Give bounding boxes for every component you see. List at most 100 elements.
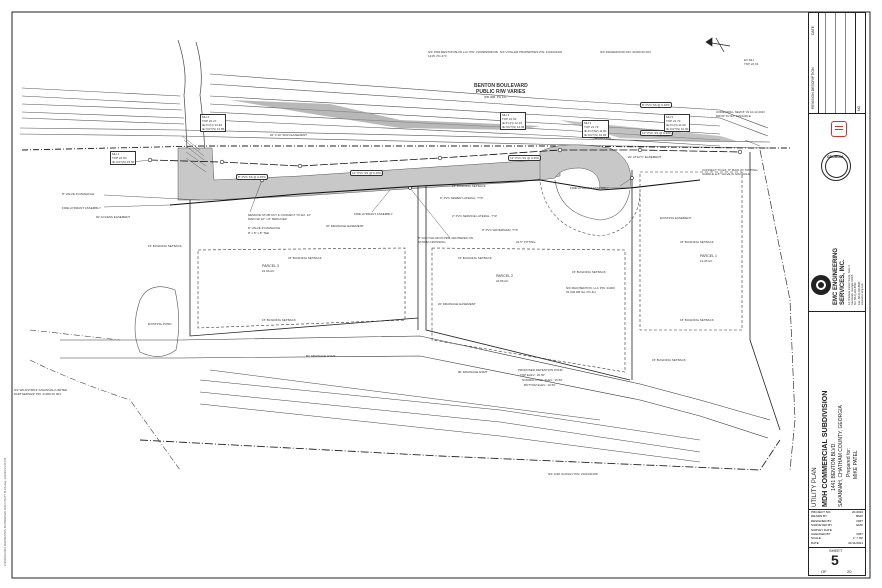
- project-location: SAVANNAH, CHATHAM COUNTY, GEORGIA: [838, 405, 844, 507]
- callout-hydrant: FIRE HYDRANT ASSEMBLY: [570, 186, 609, 190]
- firm-address: 12 Chatham Center South, Suite 4 Savanna…: [848, 265, 864, 305]
- drainage-easement: 20' DRAINAGE EASEMENT: [438, 302, 476, 306]
- building-setback: 15' BUILDING SETBACK: [262, 318, 296, 322]
- callout-watermain: 8" PVC WATERMAIN, TYP: [482, 228, 519, 232]
- detention-pond-label: PROPOSED DETENTION POND: [518, 368, 563, 372]
- building-setback: 15' BUILDING SETBACK: [652, 358, 686, 362]
- of-label: OF: [821, 569, 827, 574]
- callout-fitting: 22.5° FITTING: [516, 240, 536, 244]
- owner-note: N/F 1582 BENTON BLVD LLC PIN: 2100902008…: [428, 50, 498, 58]
- parcel-1-area: 12.05 AC.: [700, 259, 714, 263]
- client-name: MIKE PATEL: [853, 450, 859, 479]
- callout-sewer-lateral: 6" PVC SEWER LATERAL, TYP: [440, 196, 483, 200]
- building-setback: 15' BUILDING SETBACK: [288, 256, 322, 260]
- sheet-number: 5: [831, 552, 839, 568]
- road-curve: [177, 39, 186, 96]
- leaders: [103, 139, 761, 239]
- callout-connect-main: CONNECT TO EX. 8" MAIN W/ TAPPING SADDLE…: [702, 168, 758, 176]
- callout-hydrant: FIRE HYDRANT ASSEMBLY: [62, 206, 101, 210]
- project-name: MDH COMMERCIAL SUBDIVISION: [820, 390, 829, 507]
- building-setback: 15' BUILDING SETBACK: [148, 244, 182, 248]
- title-block: DATE REVISION DESCRIPTION NO. GEORGIA EM…: [808, 12, 866, 576]
- seal-stamp-icon: [831, 121, 847, 137]
- property-line: [21, 145, 790, 151]
- detention-pond: [199, 369, 701, 463]
- owner-note: N/F WILDSTRIFF SAVANNAH LIMITED PARTNERS…: [14, 388, 68, 396]
- pond-elev: BOTTOM ELEV.: 10.50': [524, 383, 556, 387]
- file-path: Z:\2020\20-0016 MHD BENTON BLVD\DWG\20-0…: [4, 457, 7, 566]
- field-row: PROJECT NO.20-0016: [811, 510, 863, 514]
- east-boundary: [759, 149, 796, 471]
- prepared-for-label: Prepared for:: [846, 447, 852, 477]
- road-row: PUBLIC R/W VARIES: [476, 89, 526, 95]
- parcel-2-area: 22.86 AC.: [496, 279, 510, 283]
- road-ref: (PB 40B, PG 10): [484, 95, 507, 99]
- callout-valve-8: 8" VALVE IN MANHOLE: [248, 226, 281, 230]
- road-name: BENTON BOULEVARD: [474, 83, 528, 89]
- callout-fitting-45: 45° FITTING: [594, 136, 612, 140]
- pipe-label: 8" PVC SS @ 0.45%: [236, 174, 268, 180]
- callout-core-drill: CORE DRILL NEW 8" IN 10-12 AND DROP TO E…: [716, 110, 765, 118]
- north-arrow: [705, 37, 731, 53]
- building-setback: 15' BUILDING SETBACK: [680, 240, 714, 244]
- project-address: 1441 BENTON BLVD.: [831, 442, 837, 491]
- watermain-line: [169, 179, 701, 206]
- sign-easement: 20' X 20' SIGN EASEMENT: [270, 133, 307, 137]
- pipe-label: 12" PVC SS @ 0.40%: [350, 170, 384, 176]
- sheet-label: SHEET: [829, 548, 843, 553]
- hatch: [181, 135, 207, 173]
- revision-header: REVISION DESCRIPTION: [811, 67, 815, 109]
- seal-state: GEORGIA: [827, 155, 844, 159]
- south-boundary: [139, 439, 781, 471]
- pond-elev: NORMAL POOL ELEV.: 15.50': [522, 378, 563, 382]
- field-row: SURVEY DATE: [811, 527, 832, 532]
- setbacks: [197, 171, 743, 373]
- owner-note: N/F VOGLER PROPERTIES PIN: 2101001001: [500, 50, 563, 54]
- building-setback: 15' BUILDING SETBACK: [572, 270, 606, 274]
- drainage-easement: 20' DRAINAGE EASEMENT: [326, 224, 364, 228]
- pipe-label: 8" PVC SS @ 0.45%: [640, 102, 672, 108]
- callout-tee: 8" x 8" x 8" TEE: [248, 231, 270, 235]
- drainage-easement-80: 80' DRAINAGE ESMT: [458, 370, 488, 374]
- building-setback: 15' BUILDING SETBACK: [458, 256, 492, 260]
- existing-easement-label: EXISTING EASEMENT: [660, 216, 692, 220]
- callout-service-lateral: 2" PVC SERVICE LATERAL, TYP: [452, 214, 498, 218]
- cul-de-sac: [539, 144, 632, 189]
- building-setback: 15' BUILDING SETBACK: [680, 318, 714, 322]
- callout-hydrant: FIRE HYDRANT ASSEMBLY: [354, 212, 393, 216]
- parcel-1-name: PARCEL 1: [700, 254, 717, 258]
- road-curve: [195, 41, 202, 96]
- structures: [147, 147, 743, 190]
- date-header: DATE: [811, 25, 815, 35]
- drainage-easement-80: 80' DRAINAGE ESMT: [306, 354, 336, 358]
- access-easement: 60' ACCESS EASEMENT: [96, 215, 131, 219]
- parcel-3-name: PARCEL 3: [262, 264, 279, 268]
- owner-note: N/F MHD BENTON, LLC PIN: 21009 02 004 DB…: [566, 286, 615, 294]
- owner-note: N/F RIDGEWOOD PIN: 21009 02 004: [600, 50, 651, 54]
- sheet-total: 20: [847, 569, 852, 574]
- sheet-title: UTILITY PLAN: [812, 467, 818, 507]
- utility-easement: 20' UTILITY EASEMENT: [628, 155, 662, 159]
- parcel-lines: [189, 152, 781, 431]
- callout-valve: 8" VALVE IN MANHOLE: [62, 192, 95, 196]
- callout-remove-stub: REMOVE STUB OUT & CONNECT TO EX. 10" MAI…: [248, 213, 312, 221]
- pipe-label: 12" PVC SS @ 0.35%: [508, 155, 542, 161]
- owner-note: N/F 1190 GODLEY PIN: 2101001008: [548, 472, 598, 476]
- callout-ductile: 8" DUCTILE IRON PIPE CENTERED ON STORM C…: [418, 236, 474, 244]
- pipe-label: 12" PVC SS @ 0.40%: [640, 130, 674, 136]
- revision-table: DATE REVISION DESCRIPTION NO.: [809, 13, 865, 114]
- firm-name: EMC ENGINEERING SERVICES, INC.: [833, 247, 846, 305]
